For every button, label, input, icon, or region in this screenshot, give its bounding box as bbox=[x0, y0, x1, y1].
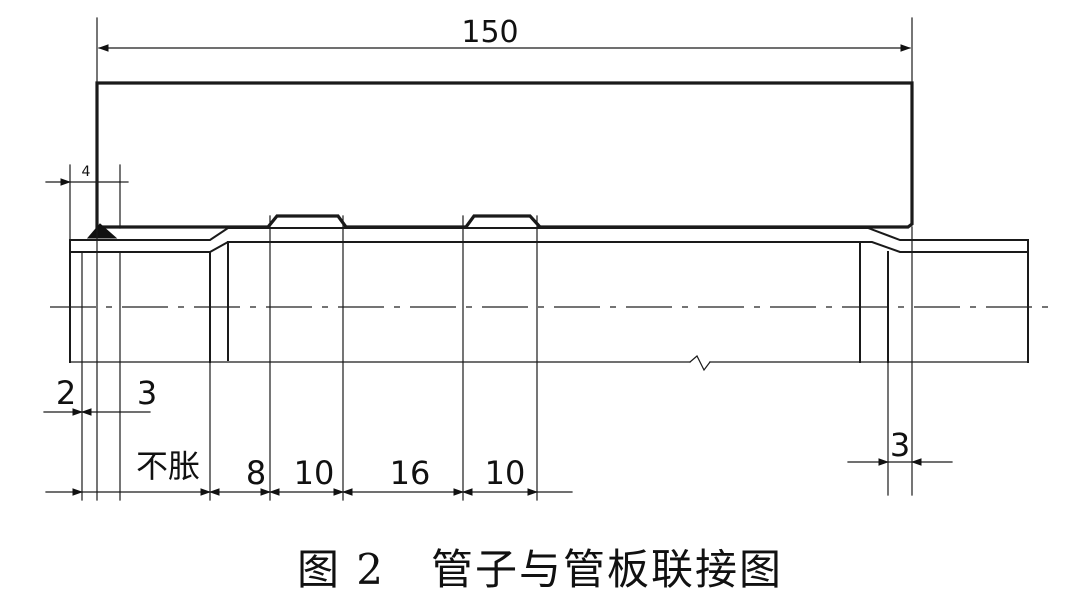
dim-3-right: 3 bbox=[890, 426, 910, 464]
extension-lines bbox=[69, 17, 913, 501]
dim-10-first: 10 bbox=[294, 454, 335, 492]
dimension-lines bbox=[43, 44, 953, 496]
dim-10-second: 10 bbox=[485, 454, 526, 492]
dim-16: 16 bbox=[390, 454, 431, 492]
figure-number: 图 2 bbox=[296, 545, 386, 594]
tube-wall bbox=[69, 227, 1029, 363]
weld-bead bbox=[86, 223, 118, 239]
no-expand-label: 不胀 bbox=[136, 447, 200, 485]
tube-bottom-edge bbox=[69, 355, 1029, 372]
tube-tubesheet-joint-drawing: 150 4 2 3 不胀 8 10 16 10 3 bbox=[43, 15, 1048, 501]
tube-sheet bbox=[95, 81, 914, 229]
dim-8: 8 bbox=[246, 454, 266, 492]
figure-title: 管子与管板联接图 bbox=[431, 545, 784, 594]
dim-150: 150 bbox=[461, 15, 518, 50]
figure-caption: 图 2 管子与管板联接图 bbox=[0, 536, 1080, 597]
dim-3-left: 3 bbox=[137, 374, 157, 412]
dim-2: 2 bbox=[56, 374, 76, 412]
dim-4: 4 bbox=[82, 164, 91, 180]
inner-walls bbox=[209, 241, 889, 363]
